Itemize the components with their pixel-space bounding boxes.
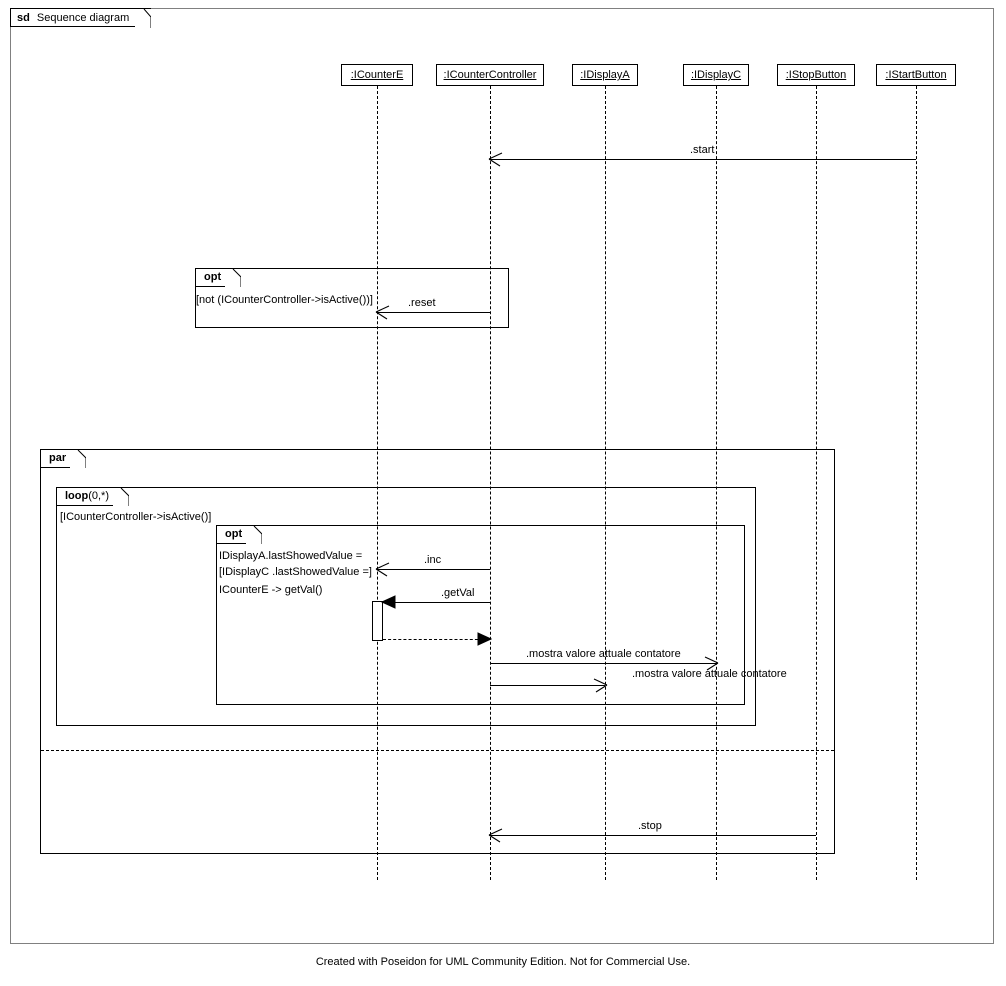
diagram-kind-keyword: sd xyxy=(17,12,30,24)
lifeline-label-idisplayc: :IDisplayC xyxy=(690,69,742,81)
fragment-opt-inner xyxy=(216,525,745,705)
message-label-mostra-idisplayc: .mostra valore attuale contatore xyxy=(526,648,681,660)
fragment-opt-inner-tab-corner xyxy=(246,526,263,544)
message-line-getval-return xyxy=(383,639,483,640)
message-arrowhead-mostra-idisplaya xyxy=(591,676,609,699)
fragment-opt-reset-keyword: opt xyxy=(204,271,222,283)
fragment-loop-tab-corner xyxy=(113,488,129,506)
lifeline-line-istartbutton xyxy=(916,86,917,880)
lifeline-label-icountercontroller: :ICounterController xyxy=(443,69,537,81)
lifeline-label-istartbutton: :IStartButton xyxy=(885,69,947,81)
fragment-opt-inner-guard-line-3: ICounterE -> getVal() xyxy=(219,584,323,596)
footer-credit: Created with Poseidon for UML Community … xyxy=(315,956,691,968)
message-arrowhead-inc xyxy=(375,560,393,583)
lifeline-head-istartbutton[interactable]: :IStartButton xyxy=(876,64,956,86)
fragment-par-tab: par xyxy=(41,450,87,468)
message-line-mostra-idisplayc xyxy=(490,663,716,664)
fragment-opt-reset-guard: [not (ICounterController->isActive())] xyxy=(196,294,373,306)
message-label-inc: .inc xyxy=(424,554,442,566)
message-arrowhead-mostra-idisplayc xyxy=(702,654,720,677)
message-label-getval: .getVal xyxy=(441,587,475,599)
message-arrowhead-reset xyxy=(375,303,393,326)
fragment-par-keyword: par xyxy=(49,452,67,464)
fragment-loop-bounds: (0,*) xyxy=(88,490,109,502)
message-arrowhead-start xyxy=(488,150,506,173)
fragment-par-operand-divider xyxy=(41,750,834,751)
fragment-loop-keyword: loop xyxy=(65,490,89,502)
fragment-par xyxy=(40,449,835,854)
lifeline-line-icountercontroller xyxy=(490,86,491,880)
page-title: Sequence diagram xyxy=(36,12,130,24)
fragment-opt-inner-guard-line-1: IDisplayA.lastShowedValue = xyxy=(219,550,363,562)
fragment-opt-inner-guard-line-2: [IDisplayC .lastShowedValue =] xyxy=(219,566,372,578)
message-line-mostra-idisplaya xyxy=(490,685,605,686)
message-label-reset: .reset xyxy=(408,297,436,309)
fragment-loop-tab: loop(0,*) xyxy=(57,488,129,506)
fragment-opt-reset-tab: opt xyxy=(196,269,242,287)
lifeline-line-idisplaya xyxy=(605,86,606,880)
activation-bar-icountere xyxy=(372,601,383,641)
fragment-opt-inner-tab: opt xyxy=(217,526,263,544)
fragment-opt-reset-tab-corner xyxy=(225,269,242,287)
message-arrowhead-getval-return xyxy=(476,632,493,653)
message-line-stop xyxy=(490,835,816,836)
message-arrowhead-getval xyxy=(380,595,397,616)
fragment-par-tab-corner xyxy=(70,450,87,468)
lifeline-line-istopbutton xyxy=(816,86,817,880)
fragment-loop-guard: [ICounterController->isActive()] xyxy=(60,511,212,523)
message-line-inc xyxy=(377,569,490,570)
message-label-mostra-idisplaya: .mostra valore attuale contatore xyxy=(632,668,787,680)
lifeline-label-istopbutton: :IStopButton xyxy=(785,69,847,81)
tab-corner-shape xyxy=(135,9,152,28)
lifeline-label-idisplaya: :IDisplayA xyxy=(580,69,630,81)
lifeline-label-icountere: :ICounterE xyxy=(350,69,404,81)
lifeline-head-istopbutton[interactable]: :IStopButton xyxy=(777,64,855,86)
fragment-opt-reset xyxy=(195,268,509,328)
lifeline-line-idisplayc xyxy=(716,86,717,880)
message-label-start: .start xyxy=(690,144,715,156)
lifeline-head-idisplayc[interactable]: :IDisplayC xyxy=(683,64,749,86)
lifeline-head-idisplaya[interactable]: :IDisplayA xyxy=(572,64,638,86)
sequence-diagram-frame xyxy=(10,8,994,944)
message-line-getval xyxy=(383,602,490,603)
fragment-loop xyxy=(56,487,756,726)
lifeline-head-icountere[interactable]: :ICounterE xyxy=(341,64,413,86)
message-arrowhead-stop xyxy=(488,826,506,849)
lifeline-head-icountercontroller[interactable]: :ICounterController xyxy=(436,64,544,86)
message-label-stop: .stop xyxy=(638,820,662,832)
lifeline-line-icountere xyxy=(377,86,378,880)
message-line-reset xyxy=(377,312,490,313)
message-line-start xyxy=(490,159,916,160)
diagram-title-tab: sd Sequence diagram xyxy=(10,8,152,28)
fragment-opt-inner-keyword: opt xyxy=(225,528,243,540)
